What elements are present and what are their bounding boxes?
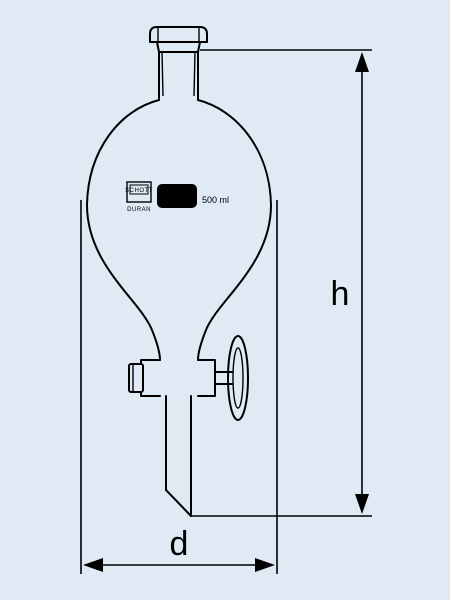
stem: [165, 395, 192, 517]
extension-lines: [80, 49, 372, 574]
diameter-dimension: d: [83, 525, 275, 572]
stopper: [149, 26, 208, 53]
stopcock: [197, 335, 249, 421]
neck: [158, 51, 199, 101]
diameter-label: d: [170, 525, 189, 563]
height-label: h: [331, 275, 350, 313]
brand-top-text: SCHOTT: [125, 188, 153, 194]
label-field-icon: [157, 184, 197, 208]
volume-label: 500 ml: [202, 195, 229, 205]
side-arm: [128, 359, 161, 397]
brand-bottom-text: DURAN: [127, 207, 151, 213]
funnel-body: [86, 99, 272, 361]
schott-logo-icon: SCHOTT DURAN: [125, 181, 153, 213]
height-dimension: h: [331, 52, 369, 514]
